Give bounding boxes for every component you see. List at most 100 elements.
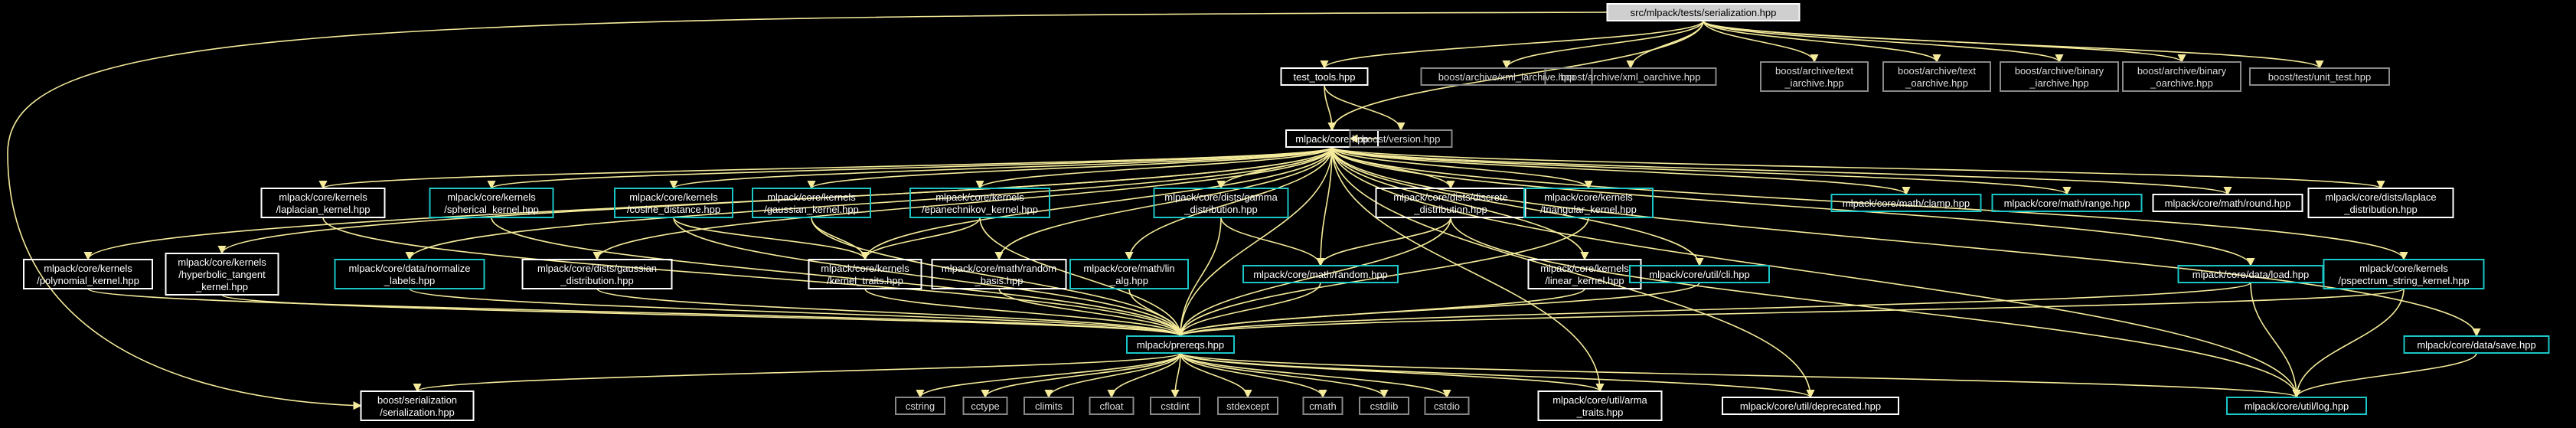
- edge-core-to-triangular: [1331, 146, 1593, 190]
- node-random-basis[interactable]: mlpack/core/math/random_basis.hpp: [931, 259, 1067, 289]
- node-version: boost/version.hpp: [1349, 129, 1453, 148]
- node-label: mlpack/core/util/arma: [1552, 394, 1647, 406]
- node-range[interactable]: mlpack/core/math/range.hpp: [1991, 194, 2143, 212]
- node-stdexcept: stdexcept: [1217, 397, 1278, 415]
- node-box: [2249, 67, 2390, 86]
- node-random[interactable]: mlpack/core/math/random.hpp: [1242, 265, 1399, 283]
- node-box: [2152, 194, 2303, 212]
- edge-prereqs-to-cstdio: [1180, 352, 1451, 399]
- node-box: [1544, 67, 1717, 86]
- node-label: mlpack/core/math/lin: [1083, 263, 1174, 274]
- node-cli[interactable]: mlpack/core/util/cli.hpp: [1629, 265, 1770, 283]
- node-cosine[interactable]: mlpack/core/kernels/cosine_distance.hpp: [614, 188, 733, 218]
- edge-root-to-text-iarchive: [1703, 20, 1819, 64]
- node-label: mlpack/core/util/deprecated.hpp: [1740, 400, 1881, 412]
- node-box: [1537, 390, 1663, 421]
- node-box: [614, 188, 733, 218]
- node-box: [1153, 188, 1289, 218]
- edge-prereqs-to-cstdint: [1170, 352, 1181, 399]
- node-box: [1420, 67, 1593, 86]
- node-prereqs[interactable]: mlpack/prereqs.hpp: [1126, 335, 1235, 354]
- node-box: [1280, 67, 1369, 86]
- node-label: cmath: [1309, 400, 1336, 412]
- node-box: [1375, 188, 1526, 218]
- node-epanechnikov[interactable]: mlpack/core/kernels/epanechnikov_kernel.…: [909, 188, 1050, 218]
- edge-core-to-linear-k: [1331, 146, 1589, 261]
- edge-root-to-unit-test: [1703, 20, 2324, 70]
- node-label: boost/serialization: [377, 394, 457, 406]
- node-label: src/mlpack/tests/serialization.hpp: [1631, 7, 1777, 18]
- node-label: /triangular_kernel.hpp: [1540, 204, 1637, 215]
- node-round[interactable]: mlpack/core/math/round.hpp: [2152, 194, 2303, 212]
- node-label: mlpack/core/kernels: [44, 263, 132, 274]
- node-pspectrum[interactable]: mlpack/core/kernels/pspectrum_string_ker…: [2323, 259, 2485, 289]
- node-normalize[interactable]: mlpack/core/data/normalize_labels.hpp: [334, 259, 485, 289]
- node-discrete[interactable]: mlpack/core/dists/discrete_distribution.…: [1375, 188, 1526, 218]
- node-kernel-traits[interactable]: mlpack/core/kernels/kernel_traits.hpp: [808, 259, 922, 289]
- node-arma-traits[interactable]: mlpack/core/util/arma_traits.hpp: [1537, 390, 1663, 421]
- node-linear-k[interactable]: mlpack/core/kernels/linear_kernel.hpp: [1527, 259, 1642, 289]
- node-triangular[interactable]: mlpack/core/kernels/triangular_kernel.hp…: [1523, 188, 1654, 218]
- node-lin-alg[interactable]: mlpack/core/math/lin_alg.hpp: [1069, 259, 1189, 289]
- node-label: boost/archive/text: [1898, 65, 1976, 77]
- node-box: [752, 188, 871, 218]
- node-deprecated[interactable]: mlpack/core/util/deprecated.hpp: [1722, 397, 1899, 415]
- edge-root-to-binary-iarchive: [1703, 20, 2064, 64]
- node-label: /cosine_distance.hpp: [627, 204, 720, 215]
- edge-normalize-to-prereqs: [409, 288, 1185, 338]
- edge-polynomial-to-prereqs: [87, 288, 1185, 338]
- node-label: _iarchive.hpp: [1784, 77, 1843, 89]
- node-box: [2403, 335, 2550, 354]
- node-box: [1126, 335, 1235, 354]
- node-gaussian-dist[interactable]: mlpack/core/dists/gaussian_distribution.…: [521, 259, 673, 289]
- node-hyperbolic[interactable]: mlpack/core/kernels/hyperbolic_tangent_k…: [165, 253, 279, 296]
- node-box: [1349, 129, 1453, 148]
- node-label: mlpack/core/math/random: [942, 263, 1056, 274]
- node-cstring: cstring: [895, 397, 945, 415]
- node-label: /gaussian_kernel.hpp: [764, 204, 859, 215]
- edge-core-to-prereqs: [1176, 146, 1333, 338]
- edge-kernel-traits-to-prereqs: [864, 288, 1185, 338]
- node-label: _traits.hpp: [1576, 407, 1624, 418]
- node-save[interactable]: mlpack/core/data/save.hpp: [2403, 335, 2550, 354]
- edge-core-to-laplace-dist: [1331, 146, 2385, 190]
- node-root[interactable]: src/mlpack/tests/serialization.hpp: [1606, 3, 1801, 21]
- node-box: [962, 397, 1008, 415]
- node-box: [931, 259, 1067, 289]
- edge-core-to-gaussian-dist: [593, 146, 1333, 261]
- node-polynomial[interactable]: mlpack/core/kernels/polynomial_kernel.hp…: [23, 259, 153, 289]
- edge-core-to-epanechnikov: [975, 146, 1333, 190]
- node-box: [1217, 397, 1278, 415]
- edge-core-to-random-basis: [994, 146, 1333, 261]
- node-label: boost/archive/xml_oarchive.hpp: [1561, 71, 1701, 83]
- node-test-tools[interactable]: test_tools.hpp: [1280, 67, 1369, 86]
- node-load[interactable]: mlpack/core/data/load.hpp: [2177, 265, 2324, 283]
- node-laplace-dist[interactable]: mlpack/core/dists/laplace_distribution.h…: [2307, 188, 2454, 218]
- node-label: mlpack/core/data/load.hpp: [2192, 269, 2309, 280]
- node-gaussian-k[interactable]: mlpack/core/kernels/gaussian_kernel.hpp: [752, 188, 871, 218]
- node-box: [1523, 188, 1654, 218]
- edge-hyperbolic-to-prereqs: [221, 294, 1185, 338]
- node-label: _distribution.hpp: [1413, 204, 1487, 215]
- node-gamma[interactable]: mlpack/core/dists/gamma_distribution.hpp: [1153, 188, 1289, 218]
- edge-prereqs-to-climits: [1044, 352, 1181, 399]
- node-label: mlpack/core/kernels: [1544, 191, 1633, 203]
- edge-root-to-xml-iarchive: [1502, 20, 1704, 70]
- node-boost-ser[interactable]: boost/serialization/serialization.hpp: [360, 390, 475, 421]
- node-label: _alg.hpp: [1109, 275, 1148, 286]
- node-box: [334, 259, 485, 289]
- node-box: [1024, 397, 1074, 415]
- edge-epanechnikov-to-kernel-traits: [860, 217, 981, 261]
- node-label: /hyperbolic_tangent: [178, 269, 266, 280]
- edge-root-to-test-tools: [1320, 20, 1704, 70]
- edge-core-to-cli: [1331, 146, 1704, 267]
- edge-load-to-log: [2250, 282, 2301, 399]
- node-label: _iarchive.hpp: [2029, 77, 2088, 89]
- node-label: mlpack/core/kernels: [767, 191, 856, 203]
- node-log[interactable]: mlpack/core/util/log.hpp: [2226, 397, 2367, 415]
- node-label: boost/archive/binary: [2137, 65, 2227, 77]
- edge-core-to-hyperbolic: [217, 146, 1333, 255]
- node-spherical[interactable]: mlpack/core/kernels/spherical_kernel.hpp: [429, 188, 554, 218]
- node-clamp[interactable]: mlpack/core/math/clamp.hpp: [1830, 194, 1982, 212]
- node-laplacian[interactable]: mlpack/core/kernels/laplacian_kernel.hpp: [260, 188, 386, 218]
